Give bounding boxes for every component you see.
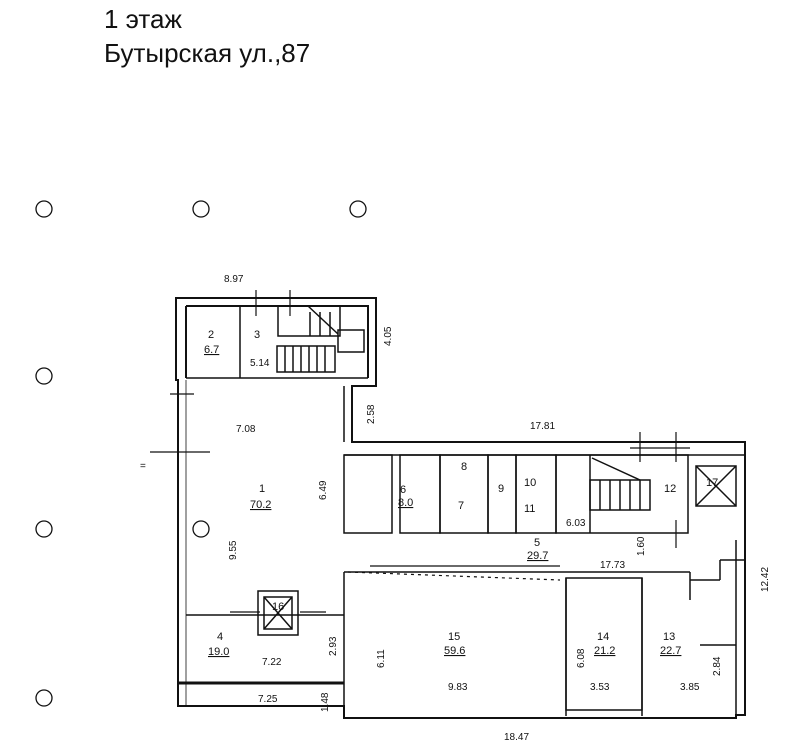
room-number: 11 (524, 503, 535, 515)
room-number: 17 (706, 477, 718, 489)
room-area: 70.2 (250, 499, 271, 511)
dimension-label: 2.58 (366, 404, 377, 424)
room-area: 29.7 (527, 550, 548, 562)
room-number: 16 (272, 601, 284, 613)
room-area: 22.7 (660, 645, 681, 657)
column-marker (35, 367, 53, 385)
axis-marker: = (140, 461, 146, 472)
room-area: 6.7 (204, 344, 219, 356)
dimension-label: 1.60 (636, 536, 647, 556)
dimension-label: 5.14 (250, 358, 270, 369)
dimension-label: 2.93 (328, 636, 339, 656)
dimension-label: 12.42 (760, 567, 771, 592)
room-number: 6 (400, 484, 406, 496)
column-marker (192, 200, 210, 218)
room-number: 8 (461, 461, 467, 473)
room-number: 5 (534, 537, 540, 549)
floor-title: 1 этаж (104, 4, 182, 34)
dimension-label: 9.83 (448, 682, 468, 693)
room-number: 9 (498, 483, 504, 495)
dimension-label: 7.08 (236, 424, 256, 435)
room-number: 12 (664, 483, 676, 495)
room-area: 8.0 (398, 497, 413, 509)
room-number: 13 (663, 631, 675, 643)
dimension-label: 1.48 (320, 692, 331, 712)
room-number: 10 (524, 477, 536, 489)
dimension-label: 7.25 (258, 694, 278, 705)
dimension-label: 2.84 (712, 656, 723, 676)
inner-walls (177, 305, 745, 718)
dimension-label: 17.73 (600, 560, 625, 571)
room-labels: 2 6.7 3 1 70.2 4 19.0 16 6 8.0 8 7 9 10 … (204, 329, 718, 658)
dimension-label: 17.81 (530, 421, 555, 432)
room-area: 59.6 (444, 645, 465, 657)
room-number: 4 (217, 631, 223, 643)
room-number: 7 (458, 500, 464, 512)
dimension-label: 4.05 (383, 326, 394, 346)
dimension-label: 6.49 (318, 480, 329, 500)
room-number: 3 (254, 329, 260, 341)
column-marker (35, 520, 53, 538)
dimension-label: 3.53 (590, 682, 610, 693)
room-number: 1 (259, 483, 265, 495)
column-marker (35, 689, 53, 707)
room-number: 15 (448, 631, 460, 643)
dimension-label: 6.11 (376, 649, 387, 668)
room-number: 14 (597, 631, 609, 643)
window-ticks (150, 290, 690, 613)
column-marker (35, 200, 53, 218)
dimension-label: 3.85 (680, 682, 700, 693)
dimension-labels: 8.97 4.05 5.14 2.58 7.08 17.81 6.49 9.55… (224, 274, 771, 743)
room-number: 2 (208, 329, 214, 341)
column-marker (349, 200, 367, 218)
dimension-label: 9.55 (228, 540, 239, 560)
dimension-label: 18.47 (504, 732, 529, 743)
column-marker (192, 520, 210, 538)
room-area: 19.0 (208, 646, 229, 658)
dimension-label: 7.22 (262, 657, 282, 668)
dimension-label: 8.97 (224, 274, 244, 285)
column-markers (35, 200, 367, 707)
dimension-label: 6.03 (566, 518, 586, 529)
room-area: 21.2 (594, 645, 615, 657)
address-title: Бутырская ул.,87 (104, 38, 311, 68)
dimension-label: 6.08 (576, 648, 587, 668)
